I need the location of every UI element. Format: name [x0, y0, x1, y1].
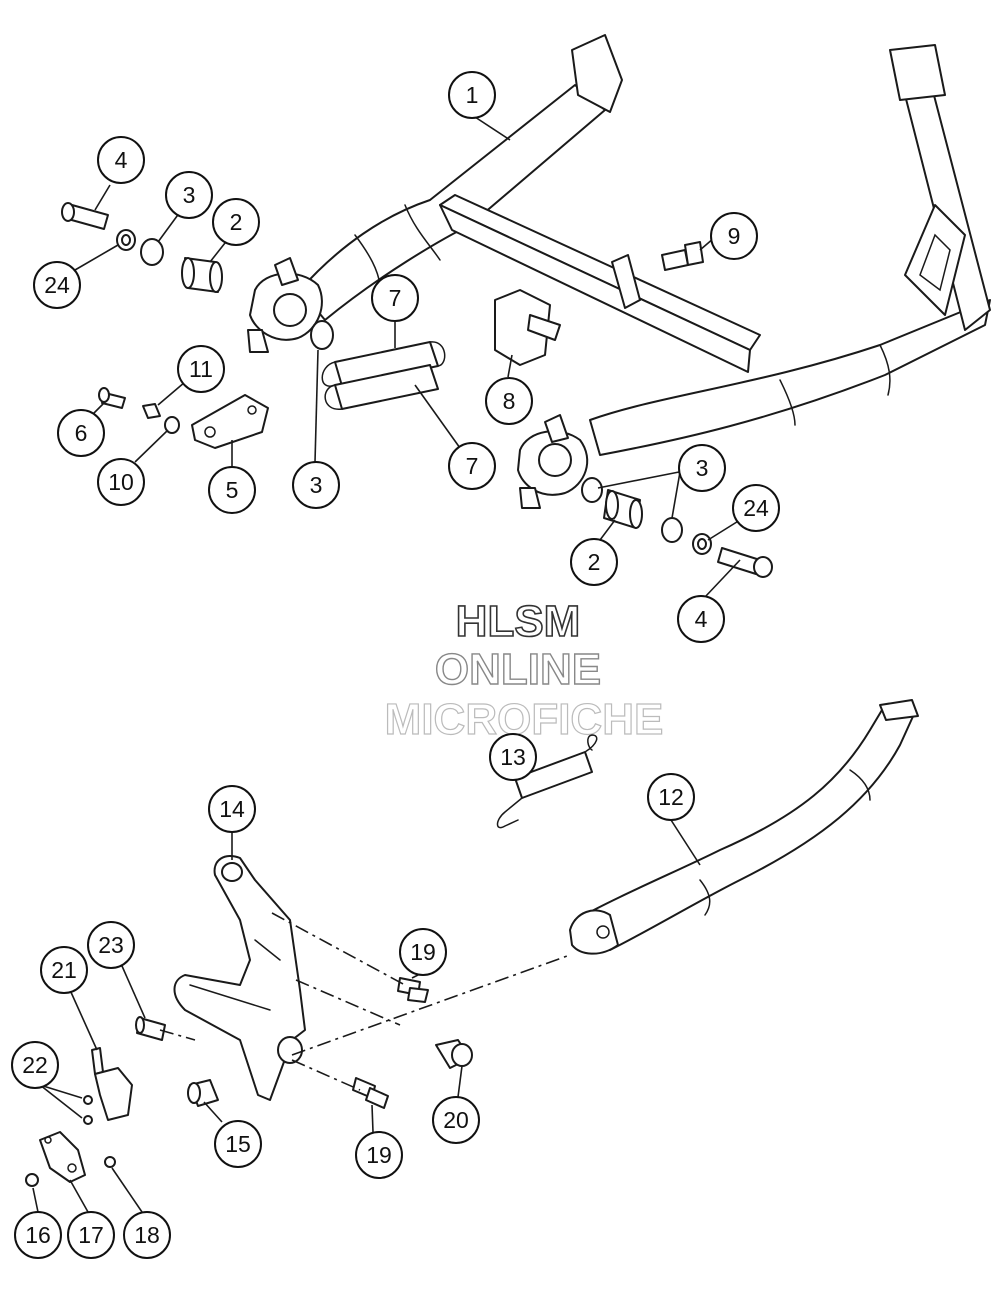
callout-12: 12 [647, 773, 695, 821]
bolt-20 [435, 1039, 473, 1069]
svg-text:17: 17 [78, 1222, 104, 1248]
callout-4-right: 4 [677, 595, 725, 643]
svg-text:19: 19 [410, 939, 436, 965]
callout-13: 13 [489, 733, 537, 781]
callout-18: 18 [123, 1211, 171, 1259]
switch-21 [91, 1047, 133, 1121]
svg-text:6: 6 [75, 420, 88, 446]
watermark-line-2: ONLINE [435, 645, 601, 694]
svg-text:8: 8 [503, 388, 516, 414]
nut-16 [25, 1173, 39, 1187]
leader-lines [32, 116, 741, 1213]
assembly-lines [159, 912, 571, 1091]
svg-text:16: 16 [25, 1222, 51, 1248]
svg-text:24: 24 [743, 495, 769, 521]
svg-text:1: 1 [466, 82, 479, 108]
callout-11: 11 [177, 345, 225, 393]
bolt-19-top [397, 977, 429, 1003]
watermark: HLSM ONLINE MICROFICHE [384, 596, 664, 744]
svg-text:3: 3 [310, 472, 323, 498]
screw-22 [83, 1095, 93, 1125]
washer-24-left [116, 229, 136, 251]
spring-13 [496, 734, 598, 829]
bracket-5 [191, 394, 269, 449]
svg-text:9: 9 [728, 223, 741, 249]
center-stand-frame [247, 34, 991, 509]
o-ring-3-right-1 [581, 477, 603, 503]
bracket-14 [173, 855, 306, 1101]
bushing-2-right [603, 489, 643, 529]
ring-18 [104, 1156, 116, 1168]
o-ring-3-mid [310, 320, 334, 350]
callout-3-right: 3 [678, 444, 726, 492]
plug-15 [187, 1079, 219, 1107]
callout-10: 10 [97, 458, 145, 506]
callout-8: 8 [485, 377, 533, 425]
svg-text:2: 2 [588, 549, 601, 575]
callout-5: 5 [208, 466, 256, 514]
svg-text:14: 14 [219, 796, 245, 822]
callout-3: 3 [165, 171, 213, 219]
o-ring-3-right-2 [661, 517, 683, 543]
svg-text:7: 7 [389, 285, 402, 311]
svg-text:21: 21 [51, 957, 77, 983]
svg-text:4: 4 [115, 147, 128, 173]
svg-text:24: 24 [44, 272, 70, 298]
callout-17: 17 [67, 1211, 115, 1259]
callout-22: 22 [11, 1041, 59, 1089]
svg-text:5: 5 [226, 477, 239, 503]
bolt-19-bottom [352, 1077, 389, 1109]
callout-19: 19 [399, 928, 447, 976]
svg-text:4: 4 [695, 606, 708, 632]
svg-text:15: 15 [225, 1131, 251, 1157]
callout-6: 6 [57, 409, 105, 457]
bolt-4-right [717, 547, 773, 578]
callout-24-right: 24 [732, 484, 780, 532]
spacer-10 [164, 416, 180, 434]
svg-text:10: 10 [108, 469, 134, 495]
callout-19-lower: 19 [355, 1131, 403, 1179]
callout-4: 4 [97, 136, 145, 184]
spring-7 [321, 341, 446, 410]
o-ring-3-left [140, 238, 164, 266]
callout-14: 14 [208, 785, 256, 833]
bracket-17 [39, 1131, 86, 1183]
bracket-8 [494, 289, 561, 366]
washer-24-right [692, 533, 712, 555]
callout-7-lower: 7 [448, 442, 496, 490]
svg-text:20: 20 [443, 1107, 469, 1133]
callout-1: 1 [448, 71, 496, 119]
callout-9: 9 [710, 212, 758, 260]
svg-text:12: 12 [658, 784, 684, 810]
svg-text:11: 11 [189, 356, 213, 382]
svg-text:3: 3 [696, 455, 709, 481]
callout-21: 21 [40, 946, 88, 994]
nut-11 [142, 403, 161, 419]
side-stand-leg-12 [569, 699, 919, 955]
svg-text:23: 23 [98, 932, 124, 958]
callout-16: 16 [14, 1211, 62, 1259]
svg-text:2: 2 [230, 209, 243, 235]
svg-text:7: 7 [466, 453, 479, 479]
callout-23: 23 [87, 921, 135, 969]
svg-text:18: 18 [134, 1222, 160, 1248]
bushing-2-left [181, 257, 223, 293]
stud-23 [135, 1016, 166, 1041]
callout-24: 24 [33, 261, 81, 309]
callout-3-mid: 3 [292, 461, 340, 509]
svg-text:13: 13 [500, 744, 526, 770]
callout-2: 2 [212, 198, 260, 246]
watermark-line-1: HLSM [456, 597, 581, 646]
callout-15: 15 [214, 1120, 262, 1168]
svg-text:22: 22 [22, 1052, 48, 1078]
callout-20: 20 [432, 1096, 480, 1144]
callout-7: 7 [371, 274, 419, 322]
svg-text:3: 3 [183, 182, 196, 208]
bolt-9 [661, 241, 704, 271]
callout-2-right: 2 [570, 538, 618, 586]
bolt-4-left [61, 202, 109, 230]
svg-text:19: 19 [366, 1142, 392, 1168]
